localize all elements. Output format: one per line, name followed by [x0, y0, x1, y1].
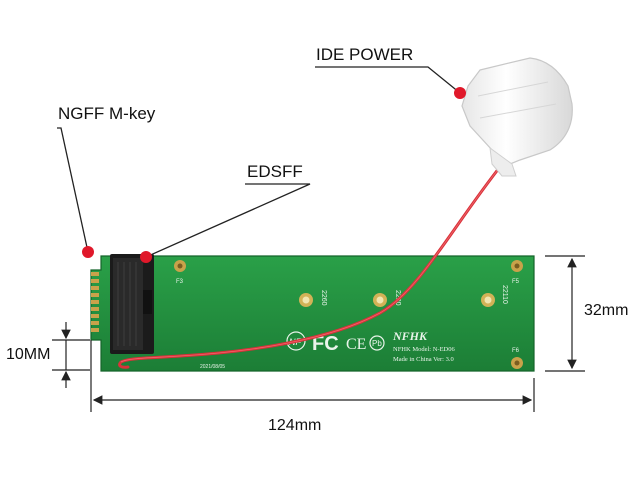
marker-ide-power [454, 87, 466, 99]
mounting-hole [511, 357, 523, 369]
date-text: 2021/08/05 [200, 364, 225, 370]
pb-free-logo: Pb [369, 335, 385, 351]
silk-f5: F5 [512, 279, 520, 285]
label-edsff: EDSFF [247, 162, 303, 181]
model-text: NFHK Model: N-ED06 [393, 346, 455, 353]
silk-2260: 2260 [320, 290, 327, 306]
silk-22110: 22110 [501, 285, 508, 304]
label-ide-power: IDE POWER [316, 45, 414, 64]
leader-lines [57, 66, 461, 258]
fc-logo: FC [312, 333, 339, 355]
brand-logo: NFHK [392, 329, 428, 343]
pcb-board: F3 F5 F6 2260 2280 22110 NF FC CE Pb NFH… [90, 255, 535, 372]
label-edge-10mm: 10MM [6, 346, 51, 363]
label-height-32mm: 32mm [584, 302, 629, 319]
label-ngff-m-key: NGFF M-key [58, 104, 156, 123]
marker-edsff [140, 251, 152, 263]
silk-2280: 2280 [394, 290, 401, 306]
leader-edsff [145, 183, 311, 258]
made-in-text: Made in China Ver: 3.0 [393, 356, 454, 363]
dimension-lines [52, 255, 585, 412]
standoff-hole-2260 [299, 293, 313, 307]
mounting-hole [511, 260, 523, 272]
gold-fingers [91, 272, 99, 332]
mounting-hole [174, 260, 186, 272]
leader-ngff [57, 127, 89, 253]
molex-connector [461, 57, 573, 177]
edsff-connector [110, 254, 154, 354]
standoff-hole-22110 [481, 293, 495, 307]
silk-f6: F6 [512, 348, 520, 354]
standoff-hole-2280 [373, 293, 387, 307]
marker-ngff [82, 246, 94, 258]
label-length-124mm: 124mm [268, 417, 322, 434]
silk-f3: F3 [176, 279, 184, 285]
leader-ide-power [315, 66, 461, 94]
ce-logo: CE [346, 336, 366, 353]
svg-text:Pb: Pb [372, 339, 382, 348]
